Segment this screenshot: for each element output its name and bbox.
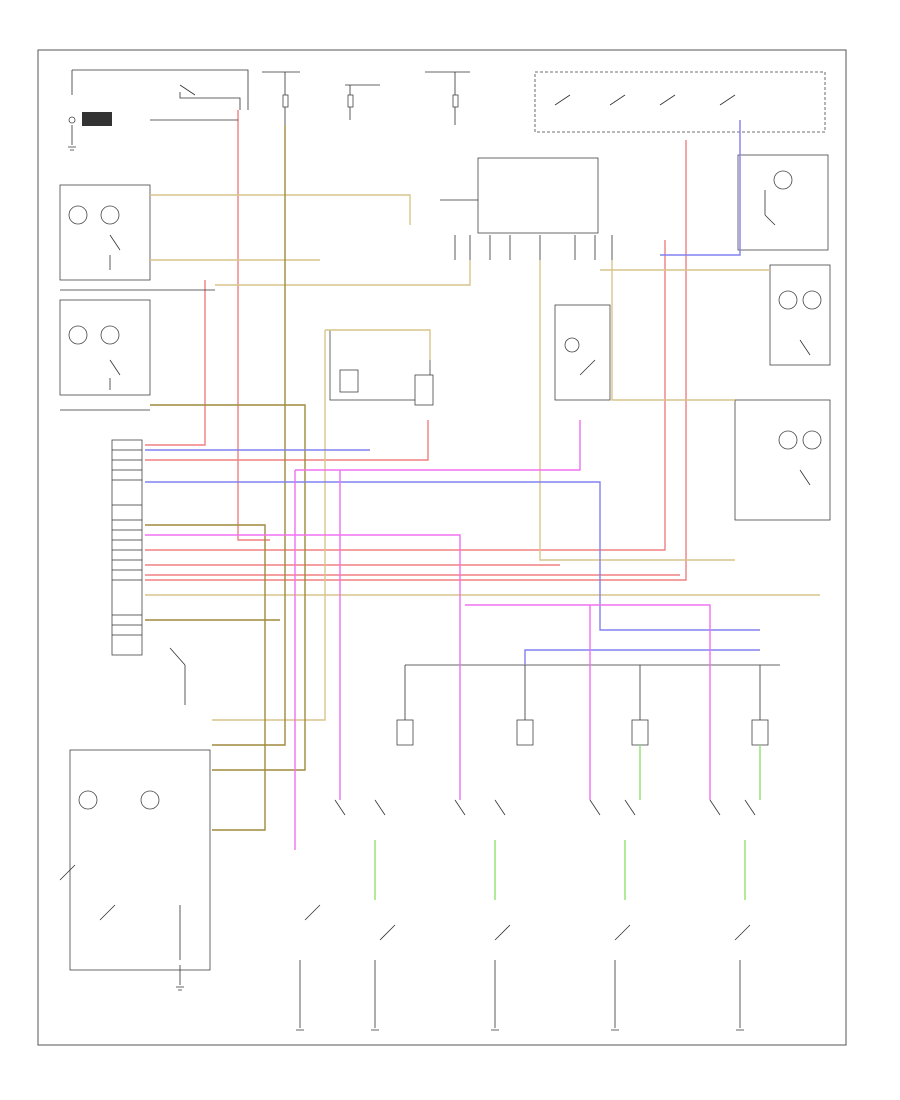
bottom-left-lamp-box (59, 749, 211, 971)
wire-pink-5 (465, 604, 711, 800)
wire-red-2 (145, 280, 206, 446)
wire-red-5 (145, 240, 666, 551)
diagram-frame (37, 49, 847, 1046)
wire-tan-5 (212, 330, 326, 721)
top-fuse-block-1 (262, 71, 380, 125)
wire-tan-3 (215, 260, 471, 286)
left-connector-pins (112, 449, 186, 705)
wire-tan-8 (539, 260, 735, 561)
wire-olive-3 (145, 524, 266, 831)
control-module-box (477, 157, 599, 234)
right-lamp-group-lower (734, 399, 831, 521)
front-left-lamp-group (59, 184, 151, 281)
wire-tan-4 (325, 329, 431, 360)
ground-symbols (176, 965, 744, 1031)
wire-tan-1 (150, 194, 411, 225)
wire-blue-1 (660, 120, 741, 256)
bottom-switch-row (299, 799, 756, 1020)
right-lamp-group-top (737, 154, 829, 251)
wire-olive-1 (212, 125, 286, 746)
top-fuse-block-2 (425, 71, 470, 125)
wire-red-4 (145, 140, 687, 581)
wire-blue-3 (145, 481, 760, 631)
wire-tan-7 (611, 260, 735, 401)
top-left-switch (68, 69, 249, 151)
left-connector-box (111, 439, 143, 656)
wire-olive-2 (150, 404, 306, 771)
left-side-lamp-group (59, 299, 151, 396)
wire-pink-3 (145, 534, 461, 800)
center-lamp-group (329, 329, 434, 406)
wire-blue-4 (524, 649, 760, 665)
top-right-switch-module (534, 71, 826, 133)
wire-pink-1 (295, 420, 581, 471)
wire-red-1 (237, 110, 270, 541)
right-lamp-group-middle (769, 264, 831, 366)
wire-red-3 (145, 420, 429, 461)
center-right-switch (554, 304, 611, 401)
bottom-relay-row (396, 664, 780, 746)
module-terminals (440, 199, 613, 260)
